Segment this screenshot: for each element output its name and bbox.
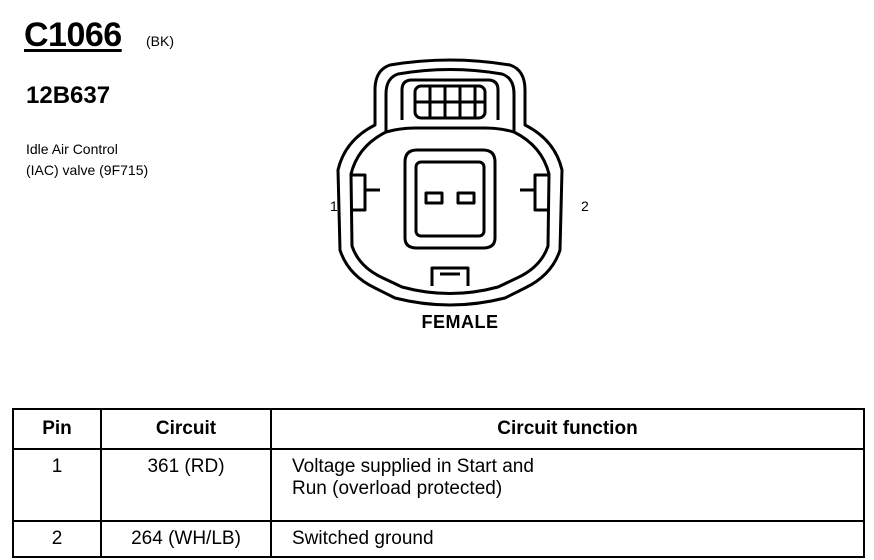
function-line: Switched ground	[292, 528, 434, 549]
cell-pin: 2	[12, 520, 102, 558]
table-header-row: Pin Circuit Circuit function	[12, 408, 865, 450]
cell-function: Switched ground	[270, 520, 865, 558]
header-pin: Pin	[12, 408, 102, 450]
table-row: 1 361 (RD) Voltage supplied in Start and…	[12, 448, 865, 522]
connector-face-diagram	[336, 58, 564, 307]
function-line: Voltage supplied in Start and	[292, 456, 534, 477]
connector-id: C1066	[24, 16, 122, 54]
cell-pin: 1	[12, 448, 102, 522]
terminal-cavity-inner	[414, 160, 486, 238]
cell-function: Voltage supplied in Start and Run (overl…	[270, 448, 865, 522]
pin-1-label: 1	[330, 198, 338, 214]
header-circuit: Circuit	[100, 408, 272, 450]
housing-inner	[349, 68, 551, 295]
bottom-key-tab	[430, 266, 470, 286]
connector-color: (BK)	[146, 33, 174, 49]
gender-label: FEMALE	[421, 312, 499, 332]
terminal-pin-1	[424, 191, 444, 205]
terminal-pin-2	[456, 191, 476, 205]
terminal-cavity-outer	[403, 148, 497, 250]
pinout-table: Pin Circuit Circuit function 1 361 (RD) …	[12, 408, 865, 558]
header-circuit-function: Circuit function	[270, 408, 865, 450]
cell-circuit: 361 (RD)	[100, 448, 272, 522]
table-row: 2 264 (WH/LB) Switched ground	[12, 520, 865, 558]
cell-circuit: 264 (WH/LB)	[100, 520, 272, 558]
pin-2-label: 2	[581, 198, 589, 214]
component-description-line1: Idle Air Control	[26, 141, 118, 157]
housing-outer	[336, 58, 564, 307]
component-description-line2: (IAC) valve (9F715)	[26, 162, 149, 178]
function-line: Run (overload protected)	[292, 478, 503, 499]
part-number: 12B637	[26, 82, 111, 109]
connector-latch	[400, 78, 500, 120]
